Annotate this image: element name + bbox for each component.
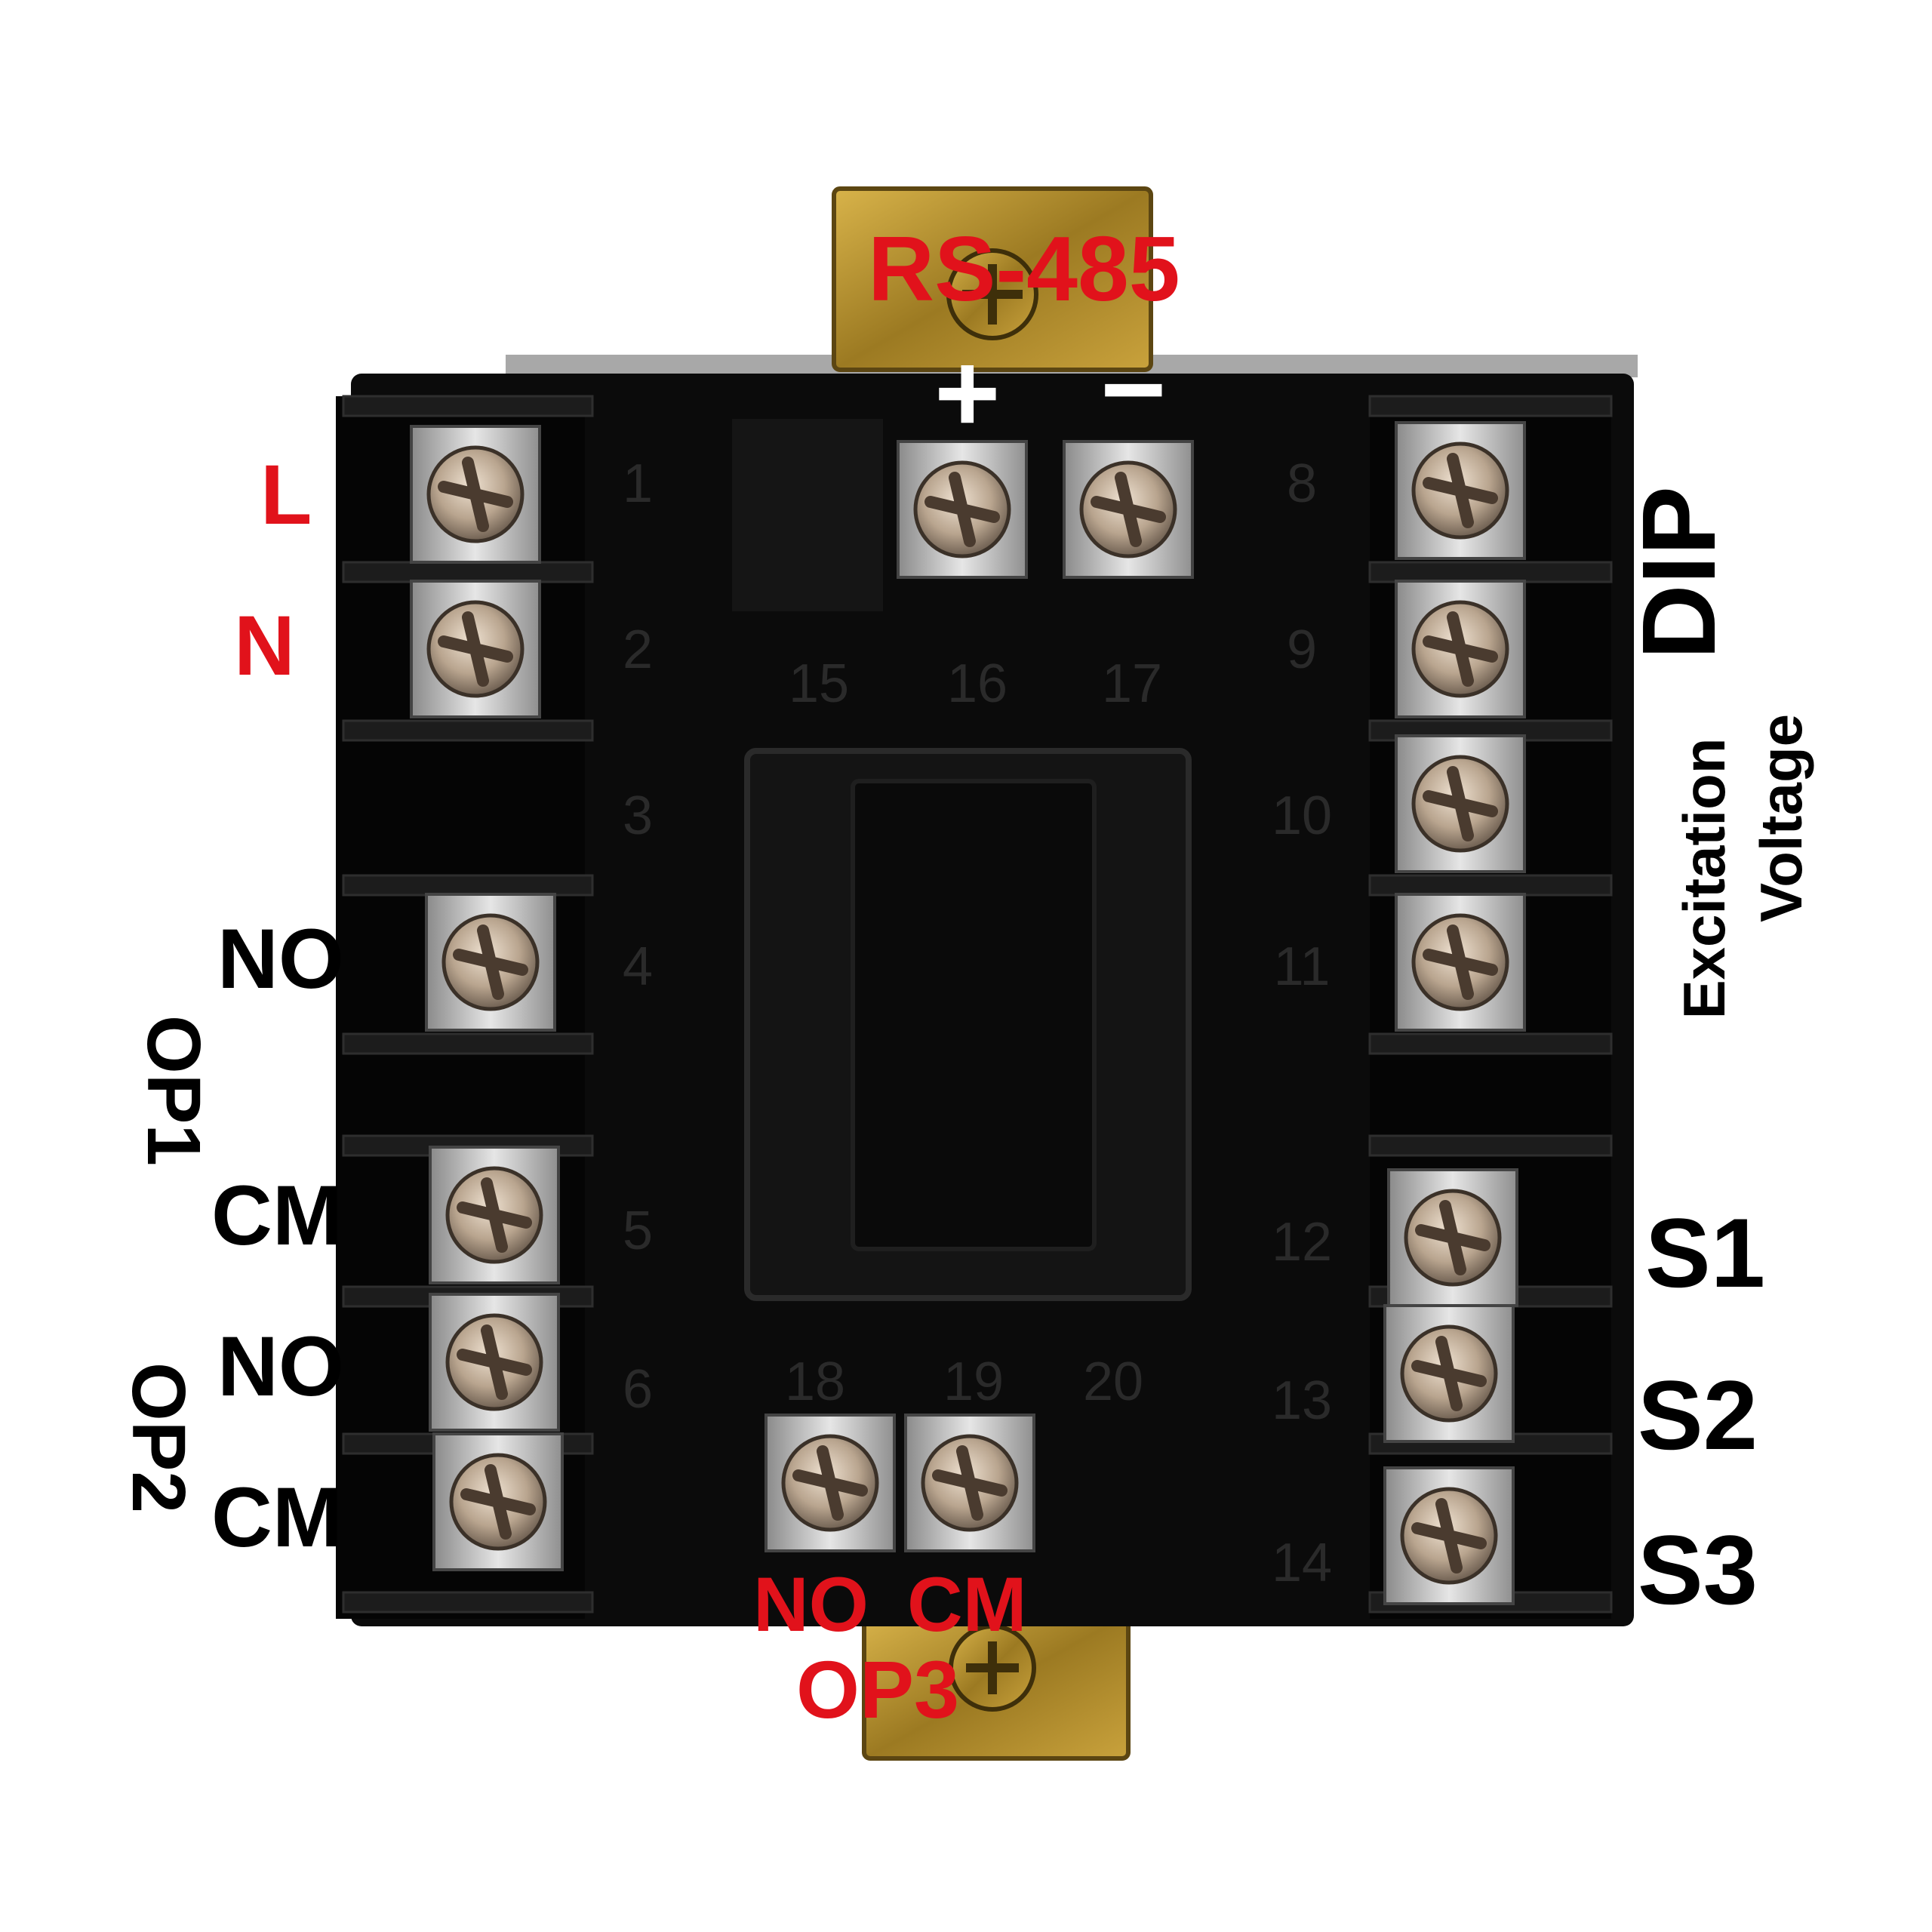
terminal-number-13: 13 xyxy=(1272,1371,1332,1431)
neutral-n-label: N xyxy=(234,598,295,693)
terminal-number-3: 3 xyxy=(623,786,653,846)
terminal-number-5: 5 xyxy=(623,1201,653,1261)
line-l-label: L xyxy=(260,448,312,542)
op3-terminal-screw xyxy=(904,1414,1035,1552)
left-rib xyxy=(342,719,594,742)
voltage-label: Voltage xyxy=(1748,714,1814,922)
terminal-number-20: 20 xyxy=(1083,1352,1143,1412)
right-rib xyxy=(1368,395,1613,417)
terminal-number-2: 2 xyxy=(623,620,653,680)
rs485-minus-label: − xyxy=(1100,325,1167,452)
left-rib xyxy=(342,874,594,897)
terminal-number-1: 1 xyxy=(623,454,653,514)
terminal-number-4: 4 xyxy=(623,937,653,997)
right-terminal-screw xyxy=(1383,1466,1515,1605)
right-terminal-screw xyxy=(1395,580,1526,718)
right-rib xyxy=(1368,561,1613,583)
terminal-number-17: 17 xyxy=(1102,654,1162,714)
left-rib xyxy=(342,1591,594,1614)
terminal-number-18: 18 xyxy=(785,1352,845,1412)
right-rib xyxy=(1368,1032,1613,1055)
op3-terminal-screw xyxy=(764,1414,896,1552)
terminal-number-19: 19 xyxy=(943,1352,1004,1412)
terminal-number-9: 9 xyxy=(1287,620,1317,680)
right-terminal-screw xyxy=(1387,1168,1518,1307)
right-terminal-screw xyxy=(1395,734,1526,873)
op1-no-label: NO xyxy=(217,912,344,1006)
terminal-number-12: 12 xyxy=(1272,1212,1332,1272)
sensor-s2-label: S2 xyxy=(1638,1360,1758,1470)
op2-no-label: NO xyxy=(217,1319,344,1414)
terminal-number-15: 15 xyxy=(789,654,849,714)
top-mounting-bracket xyxy=(506,186,1638,377)
left-terminal-screw xyxy=(429,1146,560,1284)
terminal-number-11: 11 xyxy=(1274,937,1331,997)
op3-cm-label: CM xyxy=(907,1561,1027,1647)
op1-label: OP1 xyxy=(131,1014,216,1167)
excitation-label: Excitation xyxy=(1671,737,1737,1020)
rs485-terminal-screw xyxy=(1063,440,1194,579)
terminal-number-14: 14 xyxy=(1272,1533,1332,1593)
right-terminal-screw xyxy=(1395,421,1526,560)
left-terminal-screw xyxy=(425,893,556,1032)
op3-label: OP3 xyxy=(796,1644,960,1735)
sensor-s1-label: S1 xyxy=(1645,1198,1766,1308)
right-terminal-screw xyxy=(1383,1304,1515,1443)
terminal-number-6: 6 xyxy=(623,1359,653,1420)
left-terminal-screw xyxy=(410,425,541,564)
op2-label: OP2 xyxy=(116,1361,201,1514)
op2-cm-label: CM xyxy=(211,1470,343,1564)
terminal-number-16: 16 xyxy=(947,654,1008,714)
sensor-s3-label: S3 xyxy=(1638,1515,1758,1625)
left-terminal-screw xyxy=(429,1293,560,1432)
left-terminal-screw xyxy=(410,580,541,718)
right-rib xyxy=(1368,874,1613,897)
right-rib xyxy=(1368,1134,1613,1157)
rs485-terminal-screw xyxy=(897,440,1028,579)
left-rib xyxy=(342,1032,594,1055)
terminal-number-8: 8 xyxy=(1287,454,1317,514)
dip-label: DIP xyxy=(1621,485,1737,660)
terminal-number-10: 10 xyxy=(1272,786,1332,846)
terminal-screws xyxy=(410,421,1526,1605)
left-rib xyxy=(342,395,594,417)
rs485-label: RS-485 xyxy=(868,217,1180,320)
rs485-plus-label: + xyxy=(934,329,1001,456)
op1-cm-label: CM xyxy=(211,1168,343,1263)
left-terminal-screw xyxy=(432,1432,564,1571)
op3-no-label: NO xyxy=(753,1561,869,1647)
left-rib xyxy=(342,561,594,583)
right-terminal-screw xyxy=(1395,893,1526,1032)
